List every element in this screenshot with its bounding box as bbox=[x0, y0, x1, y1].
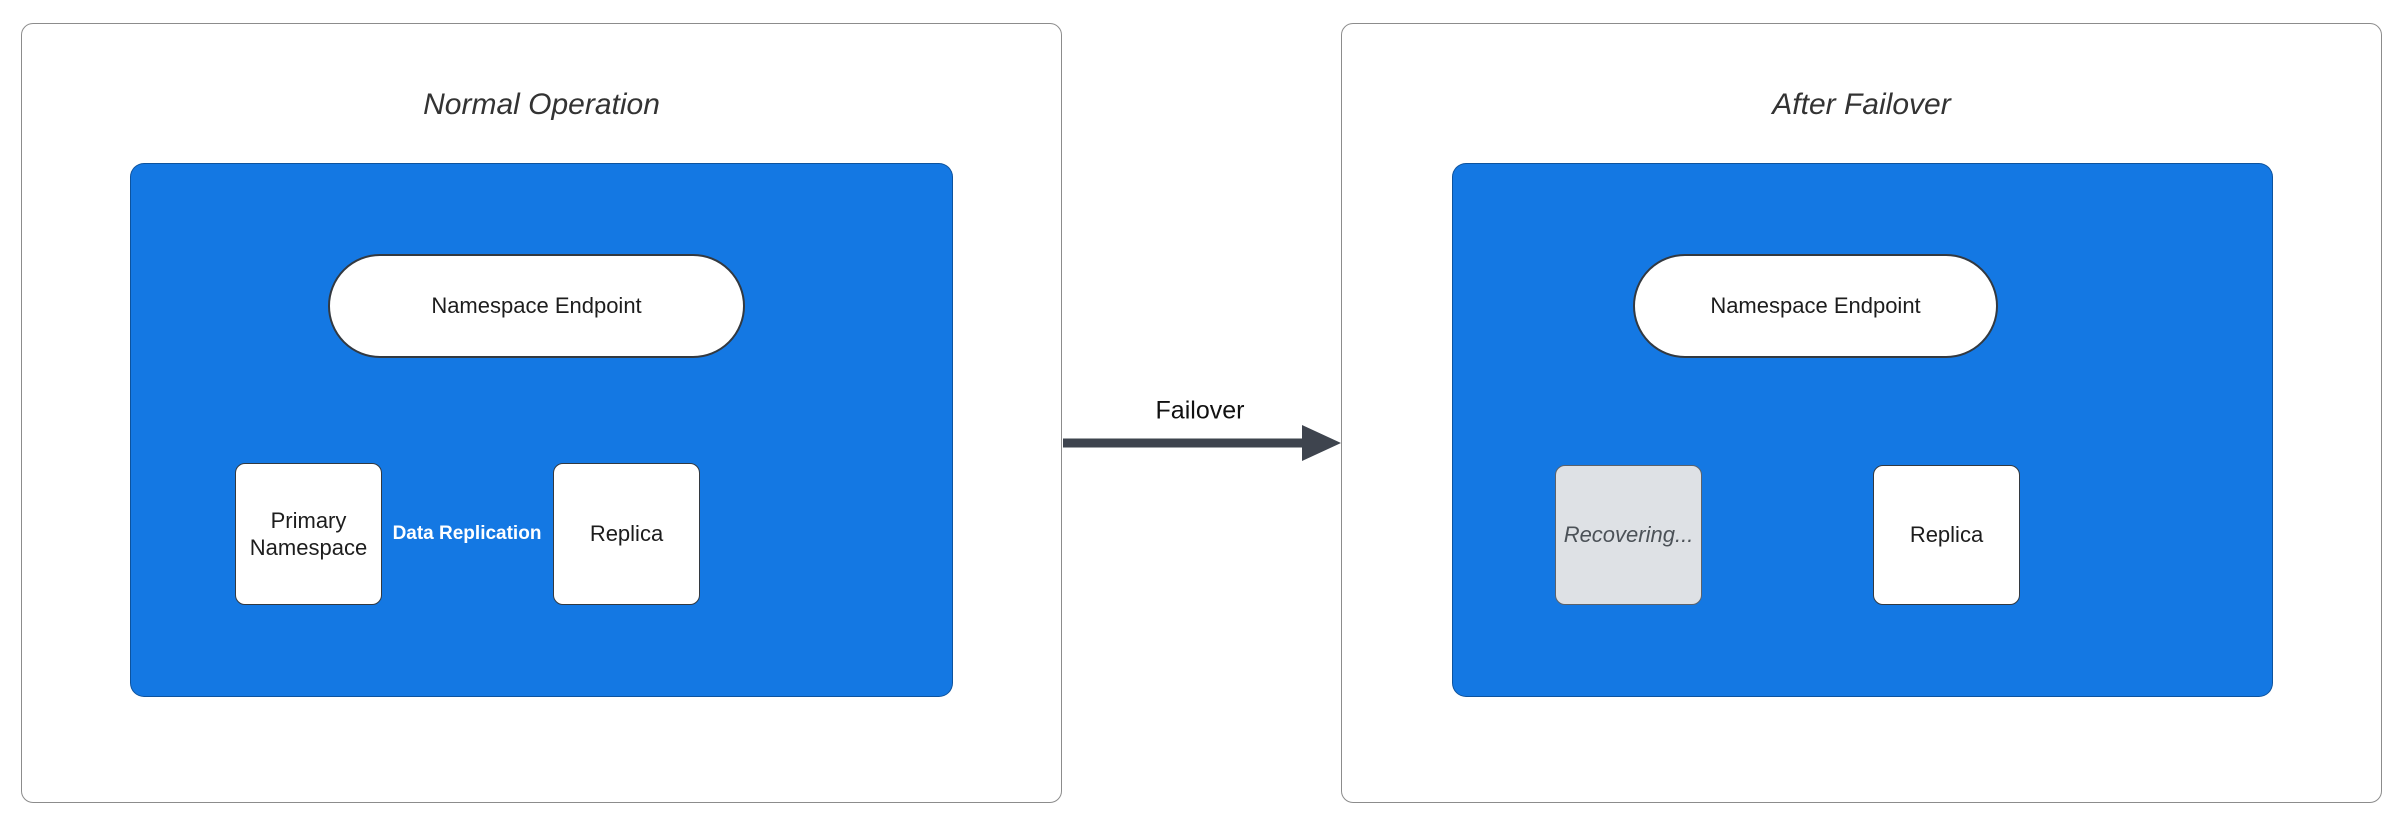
cluster-after-failover bbox=[1452, 163, 2273, 697]
node-label: Replica bbox=[1909, 522, 1984, 548]
node-replica-left: Replica bbox=[553, 463, 700, 605]
cluster-normal-operation bbox=[130, 163, 953, 697]
arrowhead-failover bbox=[1302, 425, 1341, 461]
node-namespace-endpoint-right: Namespace Endpoint bbox=[1633, 254, 1998, 358]
node-namespace-endpoint-left: Namespace Endpoint bbox=[328, 254, 745, 358]
panel-title-normal-operation: Normal Operation bbox=[423, 88, 660, 121]
panel-after-failover bbox=[1341, 23, 2382, 803]
node-label: Namespace Endpoint bbox=[431, 293, 642, 318]
node-label: Primary Namespace bbox=[249, 507, 368, 561]
node-label: Recovering... bbox=[1563, 522, 1694, 548]
panel-normal-operation bbox=[21, 23, 1062, 803]
edge-label-data-replication: Data Replication bbox=[387, 521, 547, 547]
node-replica-right: Replica bbox=[1873, 465, 2020, 605]
node-primary-namespace: Primary Namespace bbox=[235, 463, 382, 605]
failover-label: Failover bbox=[1155, 396, 1245, 425]
node-label: Namespace Endpoint bbox=[1710, 293, 1921, 318]
panel-title-after-failover: After Failover bbox=[1772, 88, 1951, 121]
node-recovering: Recovering... bbox=[1555, 465, 1702, 605]
node-label: Replica bbox=[589, 521, 664, 547]
